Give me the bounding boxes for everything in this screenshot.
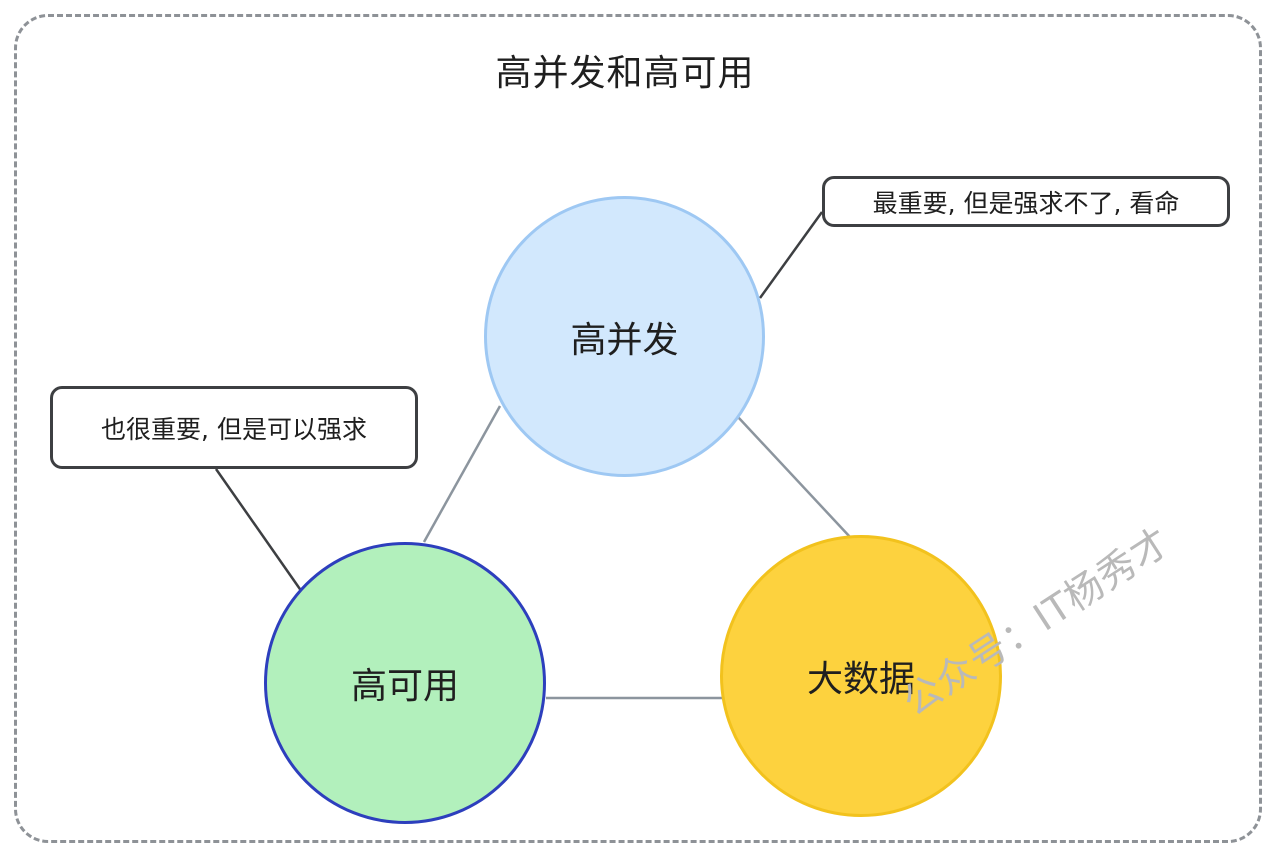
node-high-availability[interactable]: 高可用 xyxy=(264,542,546,824)
node-big-data-label: 大数据 xyxy=(806,659,915,700)
callout-availability-text: 也很重要, 但是可以强求 xyxy=(101,414,367,444)
link-concurrency-availability xyxy=(422,405,502,543)
link-concurrency-bigdata xyxy=(737,416,851,538)
node-high-availability-label: 高可用 xyxy=(350,666,459,707)
node-high-concurrency-label: 高并发 xyxy=(570,319,679,361)
callout-concurrency-text: 最重要, 但是强求不了, 看命 xyxy=(872,188,1180,218)
node-big-data[interactable]: 大数据 xyxy=(720,535,1002,817)
node-high-concurrency[interactable]: 高并发 xyxy=(484,196,765,477)
callout-line-top xyxy=(758,211,824,299)
callout-line-left xyxy=(214,468,304,593)
callout-concurrency[interactable]: 最重要, 但是强求不了, 看命 xyxy=(822,176,1230,227)
diagram-frame xyxy=(14,14,1262,843)
callout-availability[interactable]: 也很重要, 但是可以强求 xyxy=(50,386,418,469)
diagram-title: 高并发和高可用 xyxy=(495,53,755,94)
